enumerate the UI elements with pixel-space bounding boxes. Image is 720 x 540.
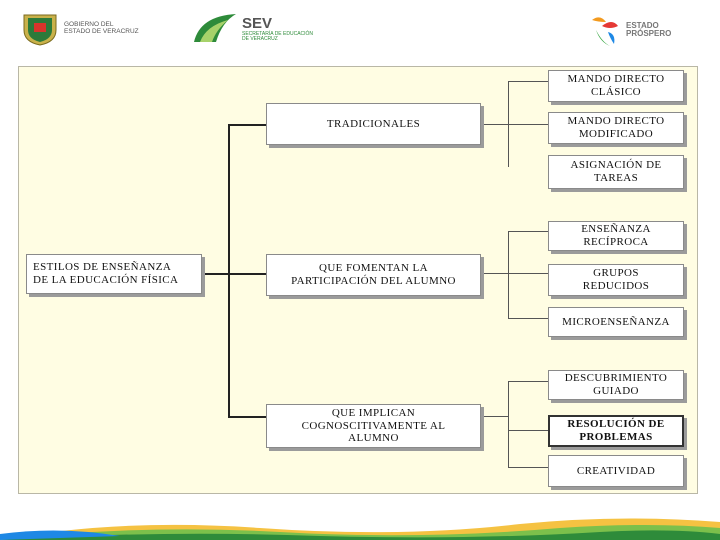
veracruz-shield-icon — [23, 14, 57, 46]
item-node: GRUPOS REDUCIDOS — [548, 264, 684, 296]
estado-logo-text: ESTADO PRÓSPERO — [626, 20, 672, 38]
item-node: ENSEÑANZA RECÍPROCA — [548, 221, 684, 251]
item-node: CREATIVIDAD — [548, 455, 684, 487]
connector-line — [508, 231, 548, 232]
connector-line — [508, 318, 548, 319]
connector-line — [228, 416, 266, 418]
connector-line — [508, 81, 548, 82]
sev-logo-title: SEV — [242, 14, 273, 32]
connector-line — [508, 467, 548, 468]
item-node: MANDO DIRECTO MODIFICADO — [548, 112, 684, 144]
connector-line — [508, 430, 548, 431]
category-node-participacion: QUE FOMENTAN LA PARTICIPACIÓN DEL ALUMNO — [266, 254, 481, 296]
connector-line — [508, 231, 509, 319]
connector-line — [508, 381, 548, 382]
connector-line — [202, 273, 230, 275]
item-node: ASIGNACIÓN DE TAREAS — [548, 155, 684, 189]
connector-line — [483, 273, 509, 274]
sev-logo-subtitle: SECRETARÍA DE EDUCACIÓN DE VERACRUZ — [242, 30, 314, 42]
connector-line — [228, 273, 266, 275]
connector-line — [508, 381, 509, 467]
connector-line — [483, 416, 509, 417]
root-node: ESTILOS DE ENSEÑANZA DE LA EDUCACIÓN FÍS… — [26, 254, 202, 294]
sev-leaf-icon — [194, 14, 236, 42]
estado-prospero-flame-icon — [592, 17, 618, 46]
gobierno-veracruz-logo: GOBIERNO DEL ESTADO DE VERACRUZ — [20, 12, 139, 46]
diagram-panel: ESTILOS DE ENSEÑANZA DE LA EDUCACIÓN FÍS… — [18, 66, 698, 494]
footer-wave-decoration — [0, 518, 720, 540]
connector-line — [228, 124, 266, 126]
item-node: DESCUBRIMIENTO GUIADO — [548, 370, 684, 400]
item-node-highlighted: RESOLUCIÓN DE PROBLEMAS — [548, 415, 684, 447]
connector-line — [508, 124, 548, 125]
category-node-cognoscitivo: QUE IMPLICAN COGNOSCITIVAMENTE AL ALUMNO — [266, 404, 481, 448]
item-node: MANDO DIRECTO CLÁSICO — [548, 70, 684, 102]
sev-logo: SEV SECRETARÍA DE EDUCACIÓN DE VERACRUZ — [192, 12, 313, 46]
estado-prospero-logo: ESTADO PRÓSPERO — [588, 12, 671, 48]
item-node: MICROENSEÑANZA — [548, 307, 684, 337]
connector-line — [483, 124, 509, 125]
category-node-tradicionales: TRADICIONALES — [266, 103, 481, 145]
connector-line — [508, 273, 548, 274]
connector-line — [228, 124, 230, 418]
gobierno-logo-text: GOBIERNO DEL ESTADO DE VERACRUZ — [64, 21, 139, 35]
